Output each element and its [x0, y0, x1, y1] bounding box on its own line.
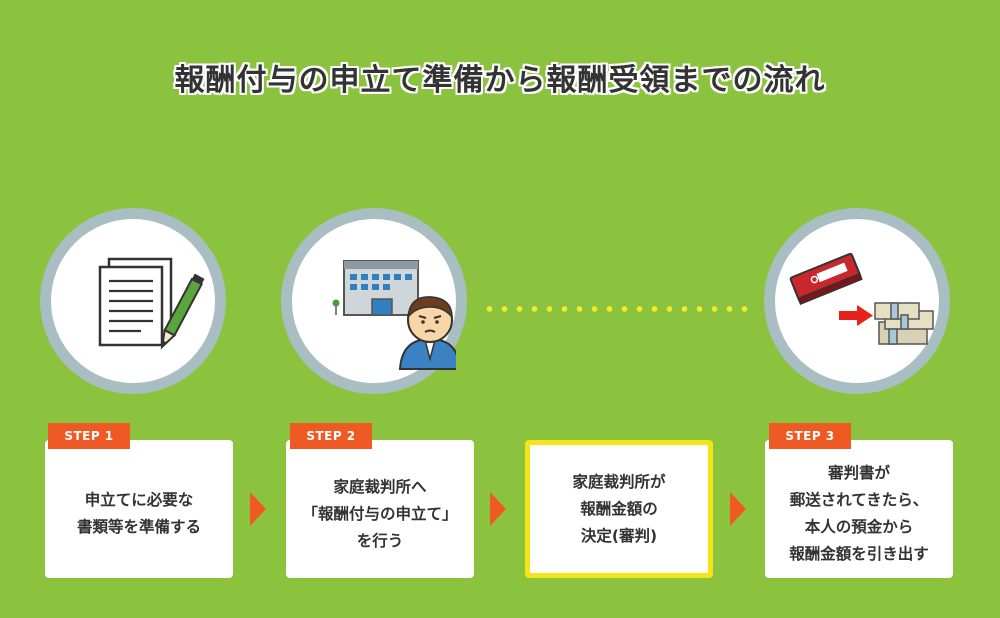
step3-text: 審判書が 郵送されてきたら、 本人の預金から 報酬金額を引き出す: [789, 464, 929, 563]
arrow-right-icon: [250, 492, 266, 526]
court-decision-box: 家庭裁判所が 報酬金額の 決定(審判): [525, 440, 713, 578]
step1-badge: STEP 1: [48, 423, 130, 449]
arrow-right-icon: [730, 492, 746, 526]
documents-pencil-icon: [98, 257, 205, 350]
page-title: 報酬付与の申立て準備から報酬受領までの流れ: [174, 63, 826, 98]
step3-box: 審判書が 郵送されてきたら、 本人の預金から 報酬金額を引き出す: [765, 440, 953, 578]
court-decision-text: 家庭裁判所が 報酬金額の 決定(審判): [572, 472, 666, 545]
dotted-connector: [482, 306, 752, 312]
step2-text: 家庭裁判所へ 「報酬付与の申立て」 を行う: [302, 477, 458, 550]
step1-text: 申立てに必要な 書類等を準備する: [76, 491, 201, 536]
step2-badge: STEP 2: [290, 423, 372, 449]
arrow-right-icon: [490, 492, 506, 526]
court-building-person-icon: [332, 260, 456, 370]
bankbook-to-cash-icon: [789, 252, 934, 345]
step2-box: 家庭裁判所へ 「報酬付与の申立て」 を行う: [286, 440, 474, 578]
step1-box: 申立てに必要な 書類等を準備する: [45, 440, 233, 578]
money-circle: [764, 208, 950, 394]
documents-circle: [40, 208, 226, 394]
court-circle: [281, 208, 467, 394]
step3-badge: STEP 3: [769, 423, 851, 449]
